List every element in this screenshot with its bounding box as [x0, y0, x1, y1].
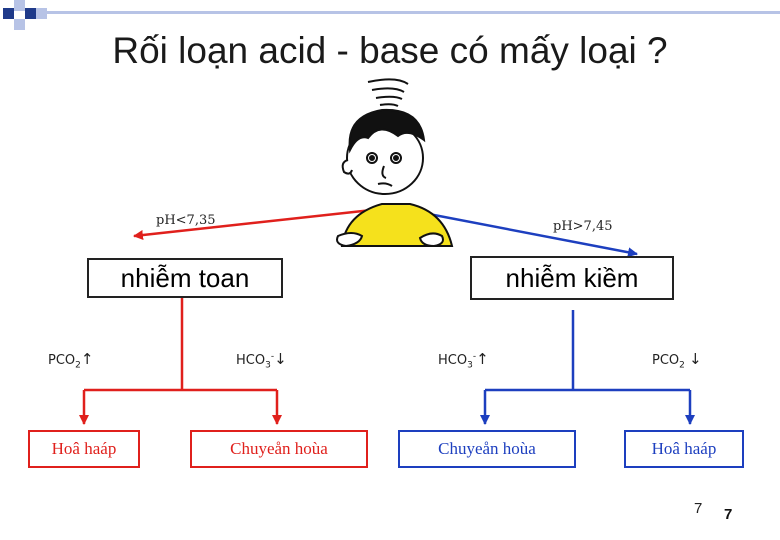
- acidosis-pco2-var: PCO2↑: [48, 350, 93, 371]
- alkalosis-respiratory-box: Hoâ haáp: [624, 430, 744, 468]
- arrow-up-icon: ↑: [81, 350, 94, 368]
- ph-high-label: pH>7,45: [553, 219, 613, 234]
- acidosis-metabolic-label: Chuyeån hoùa: [230, 439, 328, 458]
- arrow-down-icon: ↓: [689, 350, 702, 368]
- page-number: 7: [694, 500, 702, 517]
- arrow-down-icon: ↓: [274, 350, 287, 368]
- acidosis-metabolic-box: Chuyeån hoùa: [190, 430, 368, 468]
- alkalosis-metabolic-box: Chuyeån hoùa: [398, 430, 576, 468]
- acidosis-respiratory-label: Hoâ haáp: [52, 439, 117, 458]
- confused-boy-icon: [337, 79, 452, 246]
- ph-low-label: pH<7,35: [156, 213, 216, 228]
- acidosis-box: nhiễm toan: [87, 258, 283, 298]
- alkalosis-box: nhiễm kiềm: [470, 256, 674, 300]
- alkalosis-hco3-var: HCO3-↑: [438, 350, 489, 371]
- acidosis-label: nhiễm toan: [121, 263, 250, 293]
- alkalosis-pco2-var: PCO2 ↓: [652, 350, 702, 371]
- acidosis-hco3-var: HCO3-↓: [236, 350, 287, 371]
- alkalosis-metabolic-label: Chuyeån hoùa: [438, 439, 536, 458]
- arrow-up-icon: ↑: [476, 350, 489, 368]
- acidosis-respiratory-box: Hoâ haáp: [28, 430, 140, 468]
- slide-number: 7: [724, 506, 732, 523]
- alkalosis-label: nhiễm kiềm: [506, 263, 639, 293]
- alkalosis-respiratory-label: Hoâ haáp: [652, 439, 717, 458]
